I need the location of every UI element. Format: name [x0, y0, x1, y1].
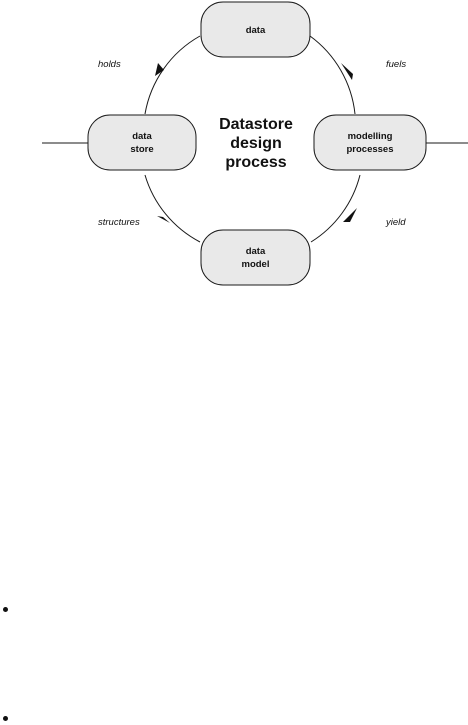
- node-model-line-2: model: [242, 259, 270, 270]
- center-title-line-1: Datastore: [219, 116, 293, 133]
- node-store-line-2: store: [130, 144, 153, 155]
- edge-label-yield: yield: [385, 217, 406, 228]
- node-data-line-1: data: [246, 25, 266, 36]
- edge-label-fuels: fuels: [386, 59, 406, 70]
- arc-modelling-to-model: [310, 174, 361, 243]
- arrowhead-fuels: [341, 63, 353, 80]
- list-bullet-1: [3, 607, 8, 612]
- node-data-model: data model: [200, 229, 311, 286]
- node-store-line-1: data: [132, 131, 152, 142]
- arc-model-to-store: [144, 174, 201, 243]
- edge-label-structures: structures: [98, 217, 140, 228]
- arrowhead-structures: [157, 216, 170, 223]
- arc-store-to-data: [144, 35, 201, 115]
- node-modelling-line-2: processes: [346, 144, 393, 155]
- node-modelling-processes: modelling processes: [313, 114, 427, 171]
- arc-data-to-modelling: [309, 35, 356, 115]
- node-data-store: data store: [87, 114, 197, 171]
- arrowhead-yield: [343, 208, 357, 222]
- node-data: data: [200, 1, 311, 58]
- node-modelling-line-1: modelling: [348, 131, 393, 142]
- edge-label-holds: holds: [98, 59, 121, 70]
- datastore-cycle-diagram: data modelling processes data model data…: [42, 1, 468, 286]
- list-bullet-2: [3, 716, 8, 721]
- node-model-line-1: data: [246, 246, 266, 257]
- center-title-line-3: process: [225, 154, 286, 171]
- arrowhead-holds: [155, 63, 164, 76]
- center-title-line-2: design: [230, 135, 282, 152]
